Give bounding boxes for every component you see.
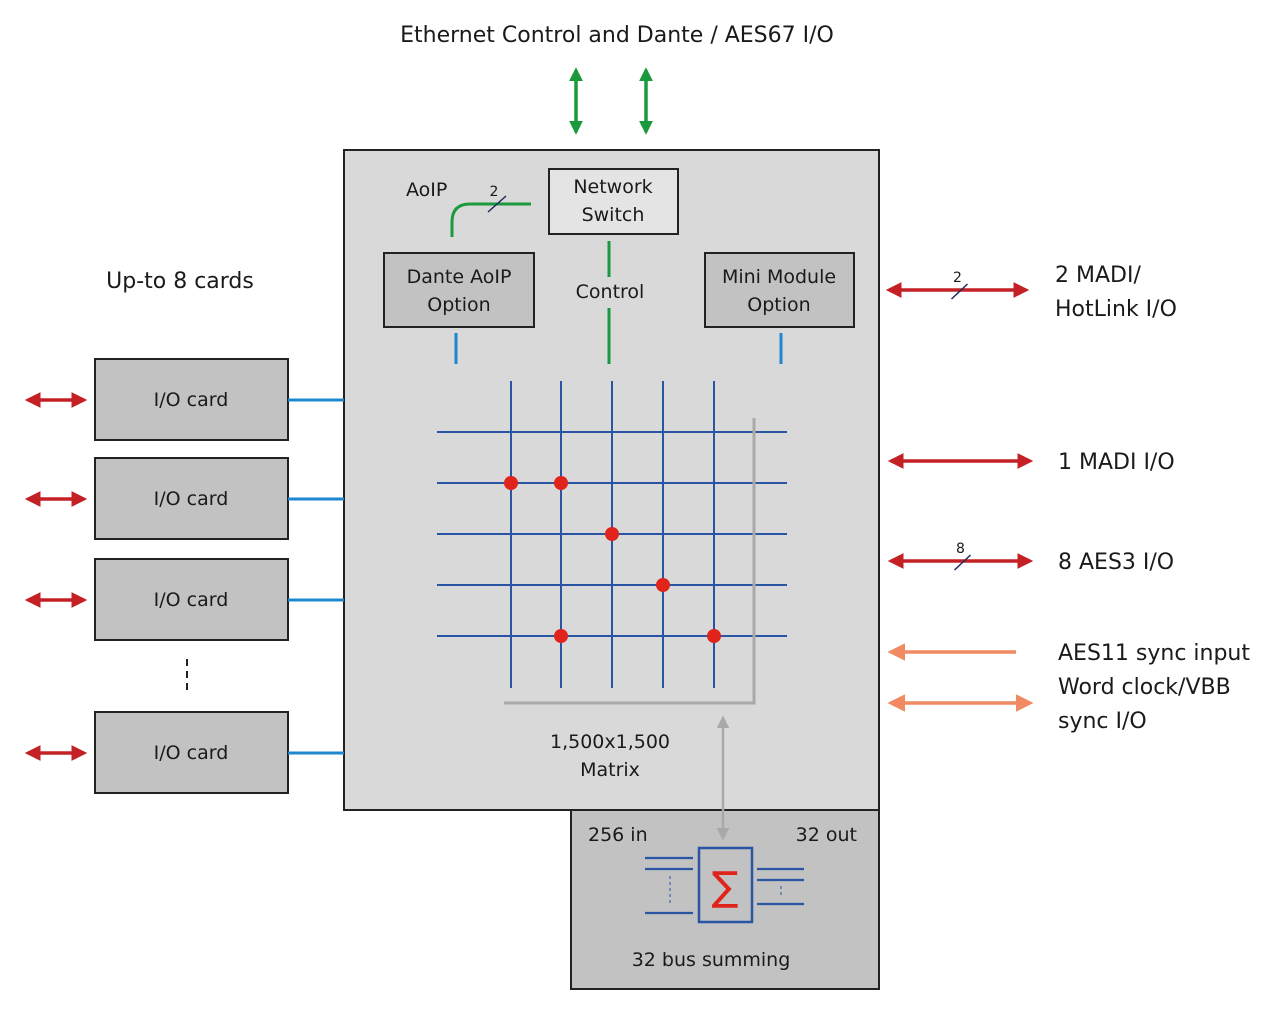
external-io-count: 8 <box>956 541 965 557</box>
io-card: I/O card <box>94 358 289 441</box>
crosspoint-dot <box>656 578 670 592</box>
external-io-item: AES11 sync input <box>887 641 1250 666</box>
io-card-label: I/O card <box>154 742 229 764</box>
network-switch-line1: Network <box>573 176 652 198</box>
mini-module-line2: Option <box>747 294 810 316</box>
crosspoint-dot <box>605 527 619 541</box>
io-card: I/O card <box>94 711 289 794</box>
bus-slash-icon <box>950 283 969 300</box>
external-io-list: 2 2 MADI/HotLink I/O 1 MADI I/O 8 8 AES3 I/O… <box>885 263 1250 734</box>
network-switch-line2: Switch <box>582 204 645 226</box>
external-io-label: 8 AES3 I/O <box>1058 550 1174 575</box>
sigma-icon: ∑ <box>712 864 739 910</box>
summing-in-label: 256 in <box>588 824 648 846</box>
crosspoint-dot <box>707 629 721 643</box>
crosspoint-matrix <box>437 381 787 688</box>
dante-aoip-option-box: Dante AoIP Option <box>383 252 535 328</box>
external-io-label: 1 MADI I/O <box>1058 450 1175 475</box>
external-io-label: HotLink I/O <box>1055 297 1177 322</box>
bus-slash-icon <box>953 554 972 571</box>
external-io-item: 1 MADI I/O <box>887 450 1175 475</box>
aoip-link <box>450 202 531 237</box>
crosspoint-dot <box>554 629 568 643</box>
control-label: Control <box>576 281 645 303</box>
io-card-label: I/O card <box>154 589 229 611</box>
matrix-output-bracket <box>504 418 756 705</box>
summing-caption: 32 bus summing <box>632 949 791 971</box>
external-io-item: Word clock/VBB sync I/O <box>887 675 1231 734</box>
summing-box <box>697 846 754 924</box>
matrix-label-line2: Matrix <box>580 759 640 781</box>
summing-module: 256 in 32 out ∑ 32 bus summing <box>570 807 880 990</box>
bus-slash-icon <box>487 195 507 213</box>
dante-option-line1: Dante AoIP <box>407 266 512 288</box>
crosspoint-dot <box>554 476 568 490</box>
external-io-count: 2 <box>953 270 962 286</box>
external-io-label: AES11 sync input <box>1058 641 1250 666</box>
matrix-label-line1: 1,500x1,500 <box>550 731 670 753</box>
aoip-count: 2 <box>490 184 499 200</box>
diagram-title: Ethernet Control and Dante / AES67 I/O <box>400 23 834 48</box>
mini-module-line1: Mini Module <box>722 266 836 288</box>
io-card-label: I/O card <box>154 488 229 510</box>
dante-option-line2: Option <box>427 294 490 316</box>
external-io-label: sync I/O <box>1058 709 1147 734</box>
io-card: I/O card <box>94 457 289 540</box>
external-io-item: 2 2 MADI/HotLink I/O <box>885 263 1177 322</box>
external-io-label: Word clock/VBB <box>1058 675 1231 700</box>
external-io-item: 8 8 AES3 I/O <box>887 541 1174 575</box>
mini-module-option-box: Mini Module Option <box>704 252 855 328</box>
aoip-label: AoIP <box>406 179 447 201</box>
external-io-label: 2 MADI/ <box>1055 263 1141 288</box>
io-card: I/O card <box>94 558 289 641</box>
cards-heading: Up-to 8 cards <box>106 269 254 294</box>
crosspoint-dot <box>504 476 518 490</box>
network-switch-box: Network Switch <box>548 168 679 235</box>
io-card-label: I/O card <box>154 389 229 411</box>
summing-out-label: 32 out <box>796 824 857 846</box>
